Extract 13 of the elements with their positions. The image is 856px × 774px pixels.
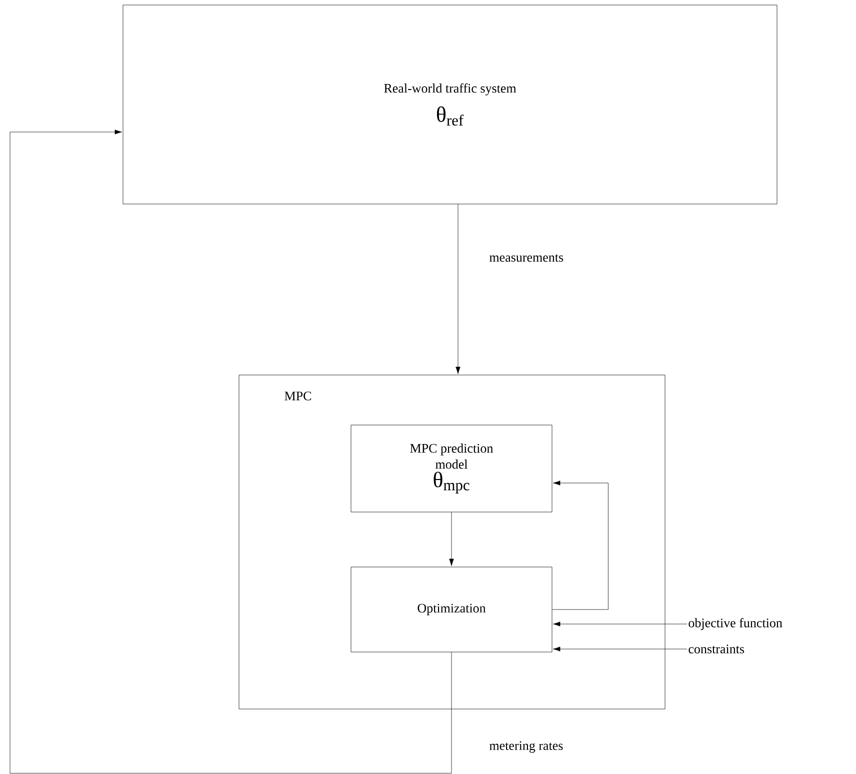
input-label: constraints [688,644,744,654]
arrow [553,622,688,626]
arrow [553,646,688,652]
edge-label: measurements [488,253,565,263]
input-label: objective function [688,618,782,630]
process-box: Real-world traffic system θ$_{ref}$ [122,4,778,204]
arrow [456,204,460,374]
arrow [552,480,608,610]
arrow [449,512,454,566]
process-box: Optimization [350,566,552,652]
process-box: MPC prediction model θ$_{mpc}$ [350,424,552,512]
edge-label: metering rates [488,740,564,754]
arrow [10,130,452,774]
